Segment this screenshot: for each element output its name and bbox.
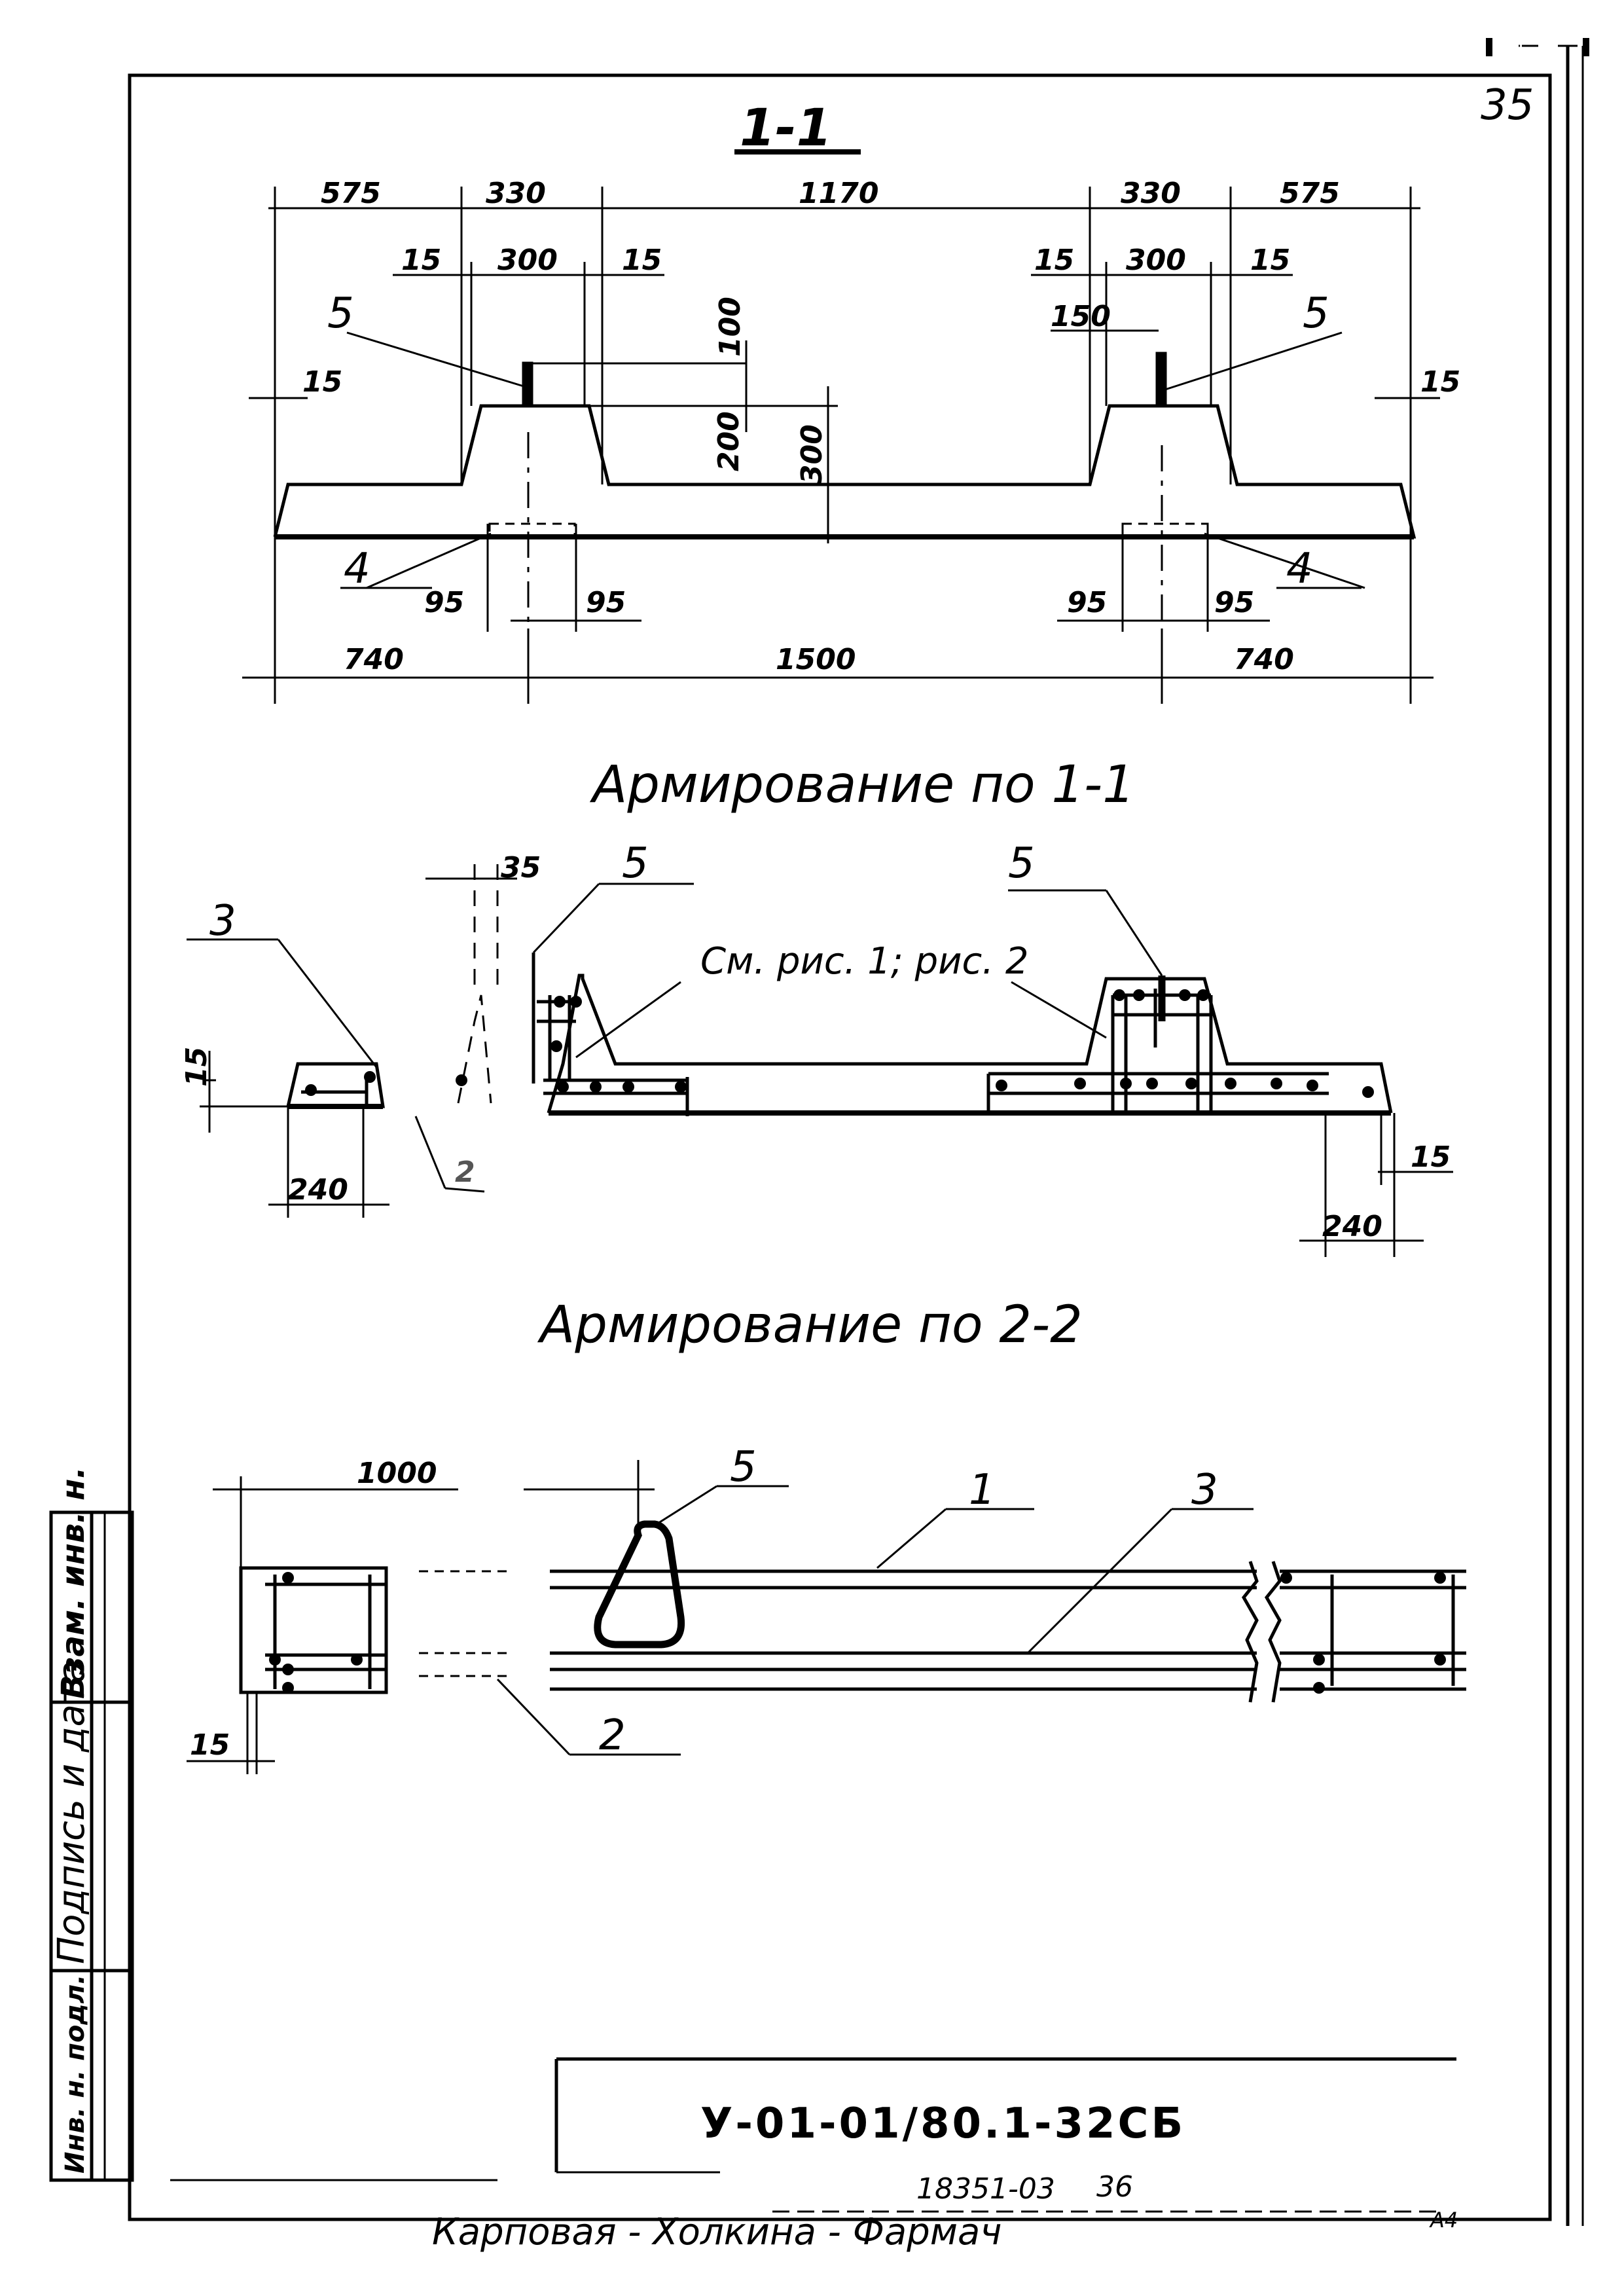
- pos-label-4-right: 4: [1286, 545, 1313, 593]
- dim-95-a: 95: [424, 586, 464, 619]
- dim-35: 35: [501, 851, 541, 884]
- pos-label-5-right: 5: [1303, 289, 1329, 338]
- dim-300-height: 300: [795, 424, 829, 484]
- dim-15-bottom: 15: [190, 1728, 230, 1762]
- pos-label-3-plan: 3: [1191, 1466, 1218, 1514]
- side-stamp-inv-podl: Инв. н. подл.: [60, 1975, 90, 2174]
- section-1-1-dim-lines: [242, 187, 1440, 704]
- dim-300-inner-left: 300: [497, 244, 558, 277]
- reinforcement-2-2-dim-lines: [187, 1460, 1254, 1774]
- dim-15-reinf-right: 15: [1411, 1140, 1451, 1174]
- sheet-extra-number: 36: [1096, 2170, 1133, 2204]
- dim-300-inner-right: 300: [1126, 244, 1186, 277]
- dim-15-inner-left-b: 15: [622, 244, 662, 277]
- pos-label-2-faint: 2: [455, 1156, 475, 1189]
- dim-15-inner-right-b: 15: [1250, 244, 1290, 277]
- reinforcement-note: См. рис. 1; рис. 2: [700, 940, 1029, 983]
- dim-95-d: 95: [1214, 586, 1254, 619]
- side-stamp-replaced-inv: Взам. инв. н.: [55, 1467, 92, 1699]
- pos-label-5-reinf-left: 5: [622, 839, 649, 888]
- dim-15-inner-left-a: 15: [401, 244, 441, 277]
- dim-95-b: 95: [586, 586, 626, 619]
- reinforcement-1-1-bars: [301, 975, 1374, 1116]
- reinforcement-1-1-dim-lines: [187, 864, 1453, 1257]
- dim-95-c: 95: [1067, 586, 1107, 619]
- stamp-marks: '--': [1496, 37, 1524, 64]
- dim-330-left: 330: [486, 177, 546, 210]
- section-1-1-title: 1-1: [740, 99, 832, 158]
- dim-15-inner-right-a: 15: [1034, 244, 1074, 277]
- reinforcement-1-1-title: Армирование по 1-1: [589, 756, 1135, 814]
- dim-240-left: 240: [288, 1173, 348, 1207]
- pos-label-2-plan: 2: [599, 1711, 626, 1760]
- side-stamp-signature-date: Подпись и дата: [50, 1660, 93, 1964]
- pos-label-5-left: 5: [327, 289, 354, 338]
- title-block: [170, 2057, 1456, 2213]
- pos-label-4-left: 4: [344, 545, 370, 593]
- dim-1500: 1500: [776, 643, 856, 676]
- pos-label-3: 3: [209, 897, 236, 945]
- pos-label-1-plan: 1: [969, 1466, 996, 1514]
- dim-15-right-edge: 15: [1420, 365, 1460, 399]
- dim-150: 150: [1051, 300, 1111, 333]
- sheet-frame: [128, 38, 1597, 2226]
- dim-15-reinf-left: 15: [180, 1047, 213, 1087]
- dim-240-right: 240: [1322, 1210, 1382, 1243]
- dim-740-left: 740: [344, 643, 404, 676]
- side-stamp: [49, 1510, 134, 2182]
- signatures: Карповая - Холкина - Фармач: [432, 2211, 1001, 2253]
- reinforcement-2-2-title: Армирование по 2-2: [537, 1296, 1083, 1355]
- pos-label-5-reinf-right: 5: [1008, 839, 1035, 888]
- dim-575-right: 575: [1280, 177, 1340, 210]
- page-number: 35: [1481, 81, 1534, 130]
- pos-label-5-plan: 5: [730, 1443, 757, 1491]
- reinforcement-2-2-view: [239, 1520, 1466, 1703]
- dim-330-right: 330: [1121, 177, 1181, 210]
- dim-1170: 1170: [799, 177, 878, 210]
- dim-740-right: 740: [1234, 643, 1294, 676]
- drawing-code: У-01-01/80.1-32СБ: [700, 2100, 1185, 2148]
- dim-1000: 1000: [357, 1457, 437, 1490]
- dim-575-left: 575: [321, 177, 381, 210]
- dim-15-left-edge: 15: [302, 365, 342, 399]
- inventory-number: 18351-03: [916, 2172, 1055, 2206]
- dim-200: 200: [712, 411, 746, 471]
- format-mark: А4: [1429, 2208, 1458, 2232]
- dim-100: 100: [713, 297, 747, 357]
